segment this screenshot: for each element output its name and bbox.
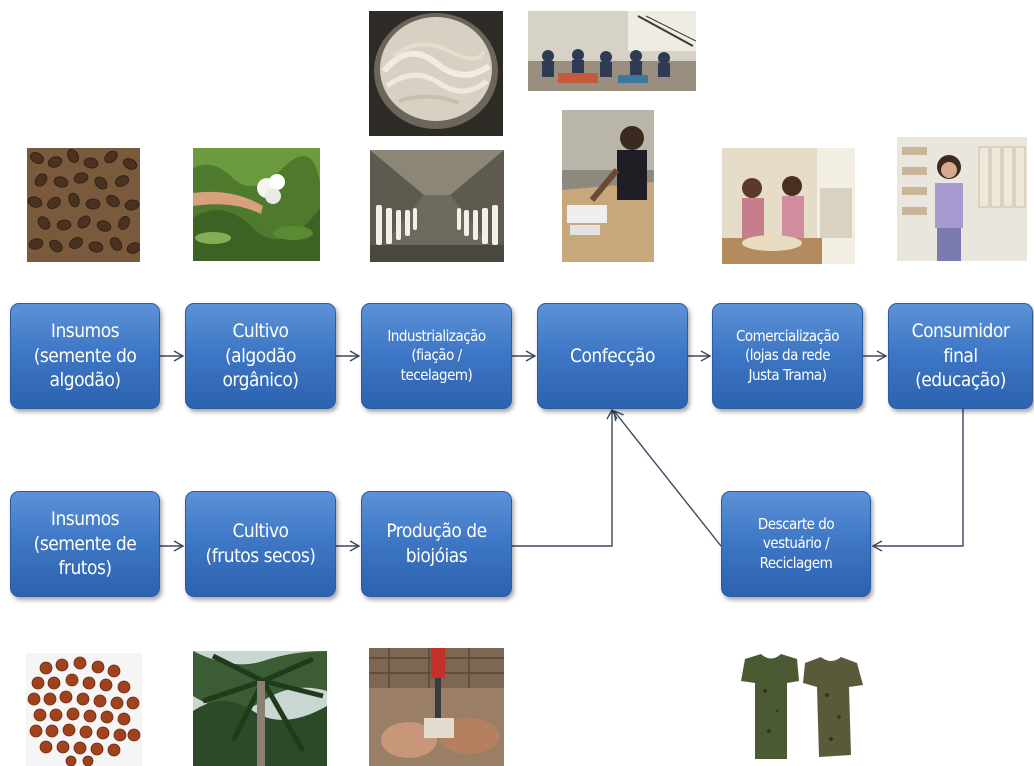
store-shopping-photo (722, 148, 855, 264)
node-insumos-algodao-label: Insumos (semente do algodão) (33, 319, 137, 392)
arrow-consumidor-to-descarte (871, 409, 964, 552)
node-producao-biojoias-label: Produção de biojóias (386, 520, 487, 567)
node-cultivo-algodao: Cultivo (algodão orgânico) (185, 303, 336, 409)
jewelry-drilling-photo (369, 648, 504, 766)
node-consumidor-final-label: Consumidor final (educação) (911, 319, 1010, 392)
sewing-workshop-photo (528, 11, 696, 91)
arrow-descarte-to-confeccao (613, 409, 722, 547)
fruit-seeds-photo (26, 653, 142, 766)
node-comercializacao-label: Comercialização (lojas da rede Justa Tra… (735, 326, 840, 384)
spinning-mill-photo (370, 150, 504, 262)
node-cultivo-frutos: Cultivo (frutos secos) (185, 491, 336, 597)
node-confeccao: Confecção (537, 303, 688, 409)
node-descarte: Descarte do vestuário / Reciclagem (721, 491, 871, 597)
node-insumos-algodao: Insumos (semente do algodão) (10, 303, 160, 409)
node-cultivo-algodao-label: Cultivo (algodão orgânico) (222, 319, 299, 392)
node-producao-biojoias: Produção de biojóias (361, 491, 512, 597)
palm-tree-photo (193, 651, 327, 766)
node-consumidor-final: Consumidor final (educação) (888, 303, 1033, 409)
node-industrializacao: Industrialização (fiação / tecelagem) (361, 303, 512, 409)
node-insumos-frutos-label: Insumos (semente de frutos) (33, 507, 137, 580)
seamstress-cutting-photo (562, 110, 654, 262)
cotton-seeds-photo (27, 148, 140, 262)
node-insumos-frutos: Insumos (semente de frutos) (10, 491, 160, 597)
yarn-spool-photo (369, 11, 503, 136)
node-descarte-label: Descarte do vestuário / Reciclagem (757, 514, 835, 572)
store-consumer-photo (897, 137, 1027, 261)
node-cultivo-frutos-label: Cultivo (frutos secos) (205, 520, 316, 567)
arrow-biojoias-to-confeccao (512, 408, 618, 547)
node-comercializacao: Comercialização (lojas da rede Justa Tra… (712, 303, 863, 409)
cotton-picking-photo (193, 148, 320, 261)
node-confeccao-label: Confecção (570, 344, 656, 367)
worn-shirts-photo (727, 651, 869, 764)
node-industrializacao-label: Industrialização (fiação / tecelagem) (387, 326, 486, 384)
